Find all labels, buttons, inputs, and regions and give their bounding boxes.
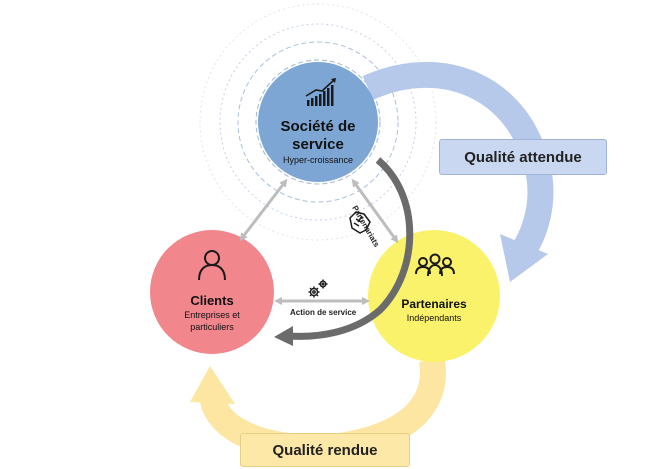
clients-subtitle-line2: particuliers — [190, 322, 234, 332]
qualite-rendue-box[interactable]: Qualité rendue — [240, 433, 410, 467]
societe-title-line2: service — [292, 136, 344, 153]
partenaires-subtitle: Indépendants — [406, 313, 462, 323]
arrow-societe-partenaires — [351, 178, 399, 244]
partenaires-circle[interactable] — [368, 230, 500, 362]
societe-subtitle: Hyper-croissance — [282, 155, 354, 165]
partenaires-label: Partenaires Indépendants — [379, 297, 489, 324]
qualite-rendue-arrowhead — [190, 366, 235, 404]
growth-chart-icon — [305, 78, 336, 106]
clients-subtitle-line1: Entreprises et — [184, 310, 240, 320]
handshake-icon — [349, 211, 371, 234]
qualite-attendue-arrowhead — [500, 234, 548, 282]
clients-circle[interactable] — [150, 230, 274, 354]
group-icon — [415, 253, 455, 277]
partenaires-title: Partenaires — [401, 297, 467, 311]
gears-icon — [308, 279, 328, 298]
clients-title: Clients — [190, 293, 234, 308]
societe-title-line1: Société de — [280, 118, 356, 135]
action-de-service-label: Action de service — [290, 308, 357, 317]
societe-de-service-circle[interactable] — [258, 62, 378, 182]
person-icon — [198, 250, 226, 281]
arrow-societe-clients — [239, 178, 288, 242]
clients-label: Clients Entreprises et particuliers — [157, 292, 267, 333]
qualite-attendue-box[interactable]: Qualité attendue — [439, 139, 607, 175]
societe-de-service-label: Société de service Hyper-croissance — [263, 118, 373, 166]
dark-flow-arrowhead — [274, 326, 293, 346]
radiating-rings — [199, 3, 437, 241]
dark-flow-arrow — [287, 157, 414, 340]
